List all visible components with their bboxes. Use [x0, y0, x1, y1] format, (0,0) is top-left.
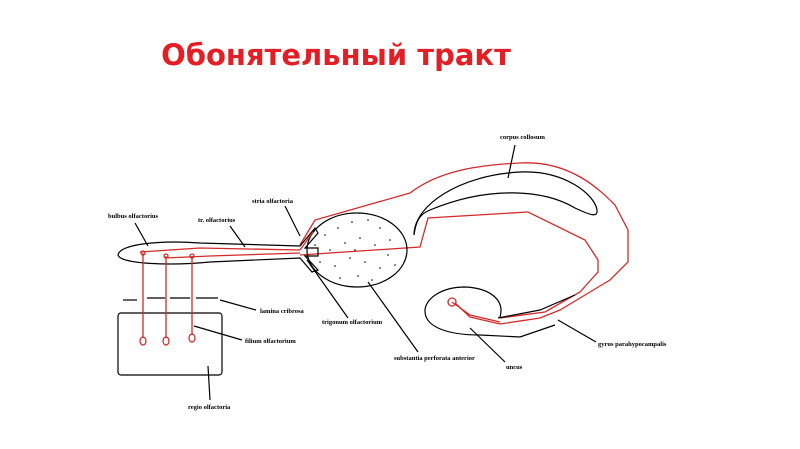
leader-stria [284, 205, 301, 237]
leader-lamina [219, 299, 257, 311]
leader-substantia [367, 281, 419, 353]
corpus-callosum-outline [413, 171, 598, 236]
substantia-perforata-anterior [306, 212, 408, 288]
red-olfactory-pathway-outer [299, 162, 629, 325]
uncus-red-point [447, 297, 457, 307]
regio-olfactoria-box [117, 312, 223, 376]
stipple-dots [314, 219, 396, 281]
leader-trigonum [306, 259, 349, 319]
olfactory-bulb-and-tract [117, 226, 320, 273]
leader-regio [207, 365, 211, 401]
label-trigonum: trigonum olfactorium [322, 319, 383, 326]
label-bulbus: bulbus olfactorius [108, 213, 158, 220]
label-substantia: substantia perforata anterior [394, 355, 475, 362]
leader-tractus [229, 225, 246, 248]
label-gyrus: gyrus parahypocampalis [598, 341, 667, 348]
red-olfactory-pathway-inner [299, 211, 599, 319]
filium-olfactorium-neurons [139, 250, 196, 346]
red-tract-line-1 [139, 247, 301, 253]
lamina-cribrosa-dashes [123, 297, 218, 301]
red-tract-line-2 [164, 252, 301, 259]
leader-bulbus [134, 222, 149, 247]
label-lamina: lamina cribrosa [260, 308, 305, 315]
label-regio: regio olfactoria [188, 404, 231, 411]
leader-filium [193, 325, 243, 341]
label-filium: filium olfactorium [245, 338, 296, 345]
leader-uncus [469, 327, 506, 363]
leader-corpus [507, 144, 516, 179]
leader-gyrus [557, 319, 597, 343]
label-corpus-callosum: corpus collosum [500, 134, 546, 141]
uncus-outline [424, 286, 556, 338]
label-stria: stria olfactoria [252, 198, 294, 205]
uncus-red-line [451, 301, 501, 323]
label-tractus: tr. olfactorius [198, 217, 236, 224]
slide-title: Обонятельный тракт [161, 38, 511, 72]
uncus-inner-line [497, 294, 576, 319]
red-stria-line [299, 231, 314, 251]
label-uncus: uncus [506, 364, 523, 371]
